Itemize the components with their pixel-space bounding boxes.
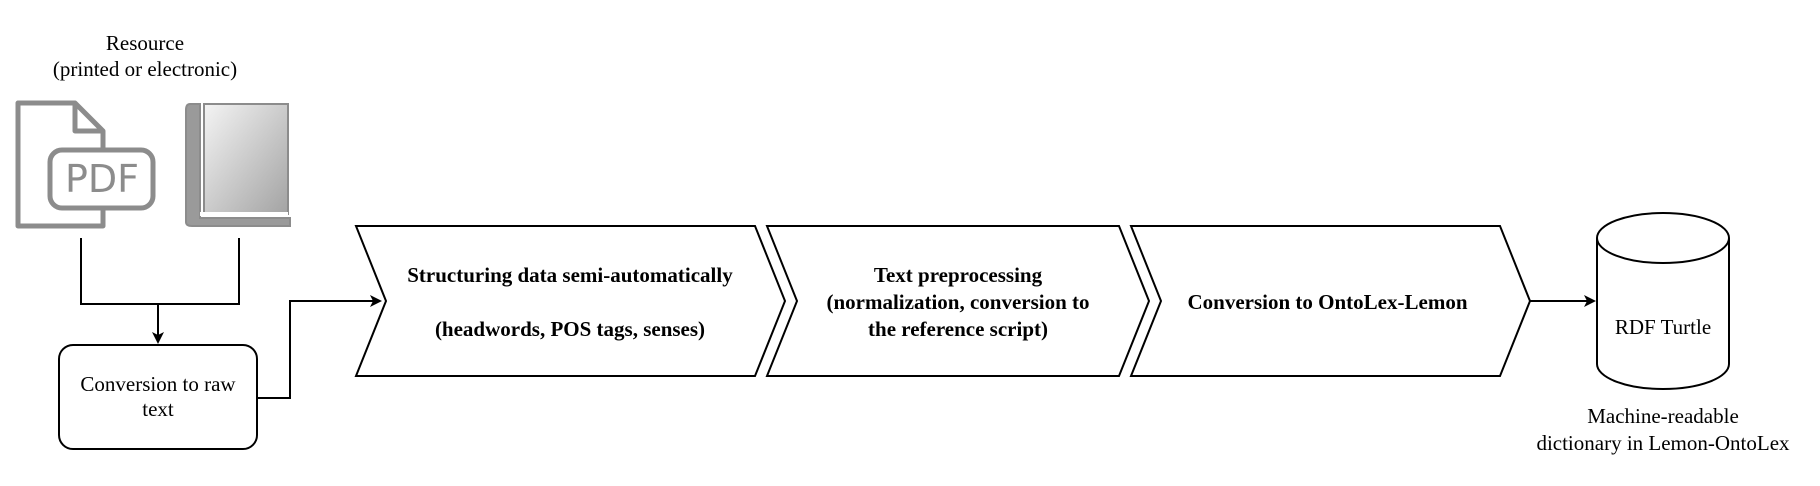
step-preprocessing-line2: (normalization, conversion to xyxy=(826,290,1090,314)
step-preprocessing-line1: Text preprocessing xyxy=(873,263,1043,287)
resource-title: Resource xyxy=(105,31,185,55)
resource-subtitle: (printed or electronic) xyxy=(52,57,238,81)
step-structuring-chevron xyxy=(354,225,787,377)
rdf-cylinder xyxy=(1596,212,1730,390)
rdf-turtle-label: RDF Turtle xyxy=(1614,315,1712,339)
step-preprocessing-chevron xyxy=(765,225,1151,377)
step-structuring-line2: (headwords, POS tags, senses) xyxy=(434,317,706,341)
book-icon xyxy=(185,103,291,227)
merge-connector xyxy=(80,238,240,344)
output-caption-line2: dictionary in Lemon-OntoLex xyxy=(1536,431,1790,455)
step-preprocessing-line3: the reference script) xyxy=(868,317,1048,341)
step-conversion-line1: Conversion to OntoLex-Lemon xyxy=(1187,290,1468,314)
pdf-file-icon xyxy=(15,100,156,229)
step-structuring-line1: Structuring data semi-automatically xyxy=(407,263,733,287)
step-conversion-chevron xyxy=(1129,225,1532,377)
output-caption-line1: Machine-readable xyxy=(1587,404,1739,428)
raw-to-structuring-arrow xyxy=(257,295,382,399)
raw-text-label: Conversion to raw text xyxy=(80,372,236,421)
pdf-icon-text: PDF xyxy=(64,157,140,201)
